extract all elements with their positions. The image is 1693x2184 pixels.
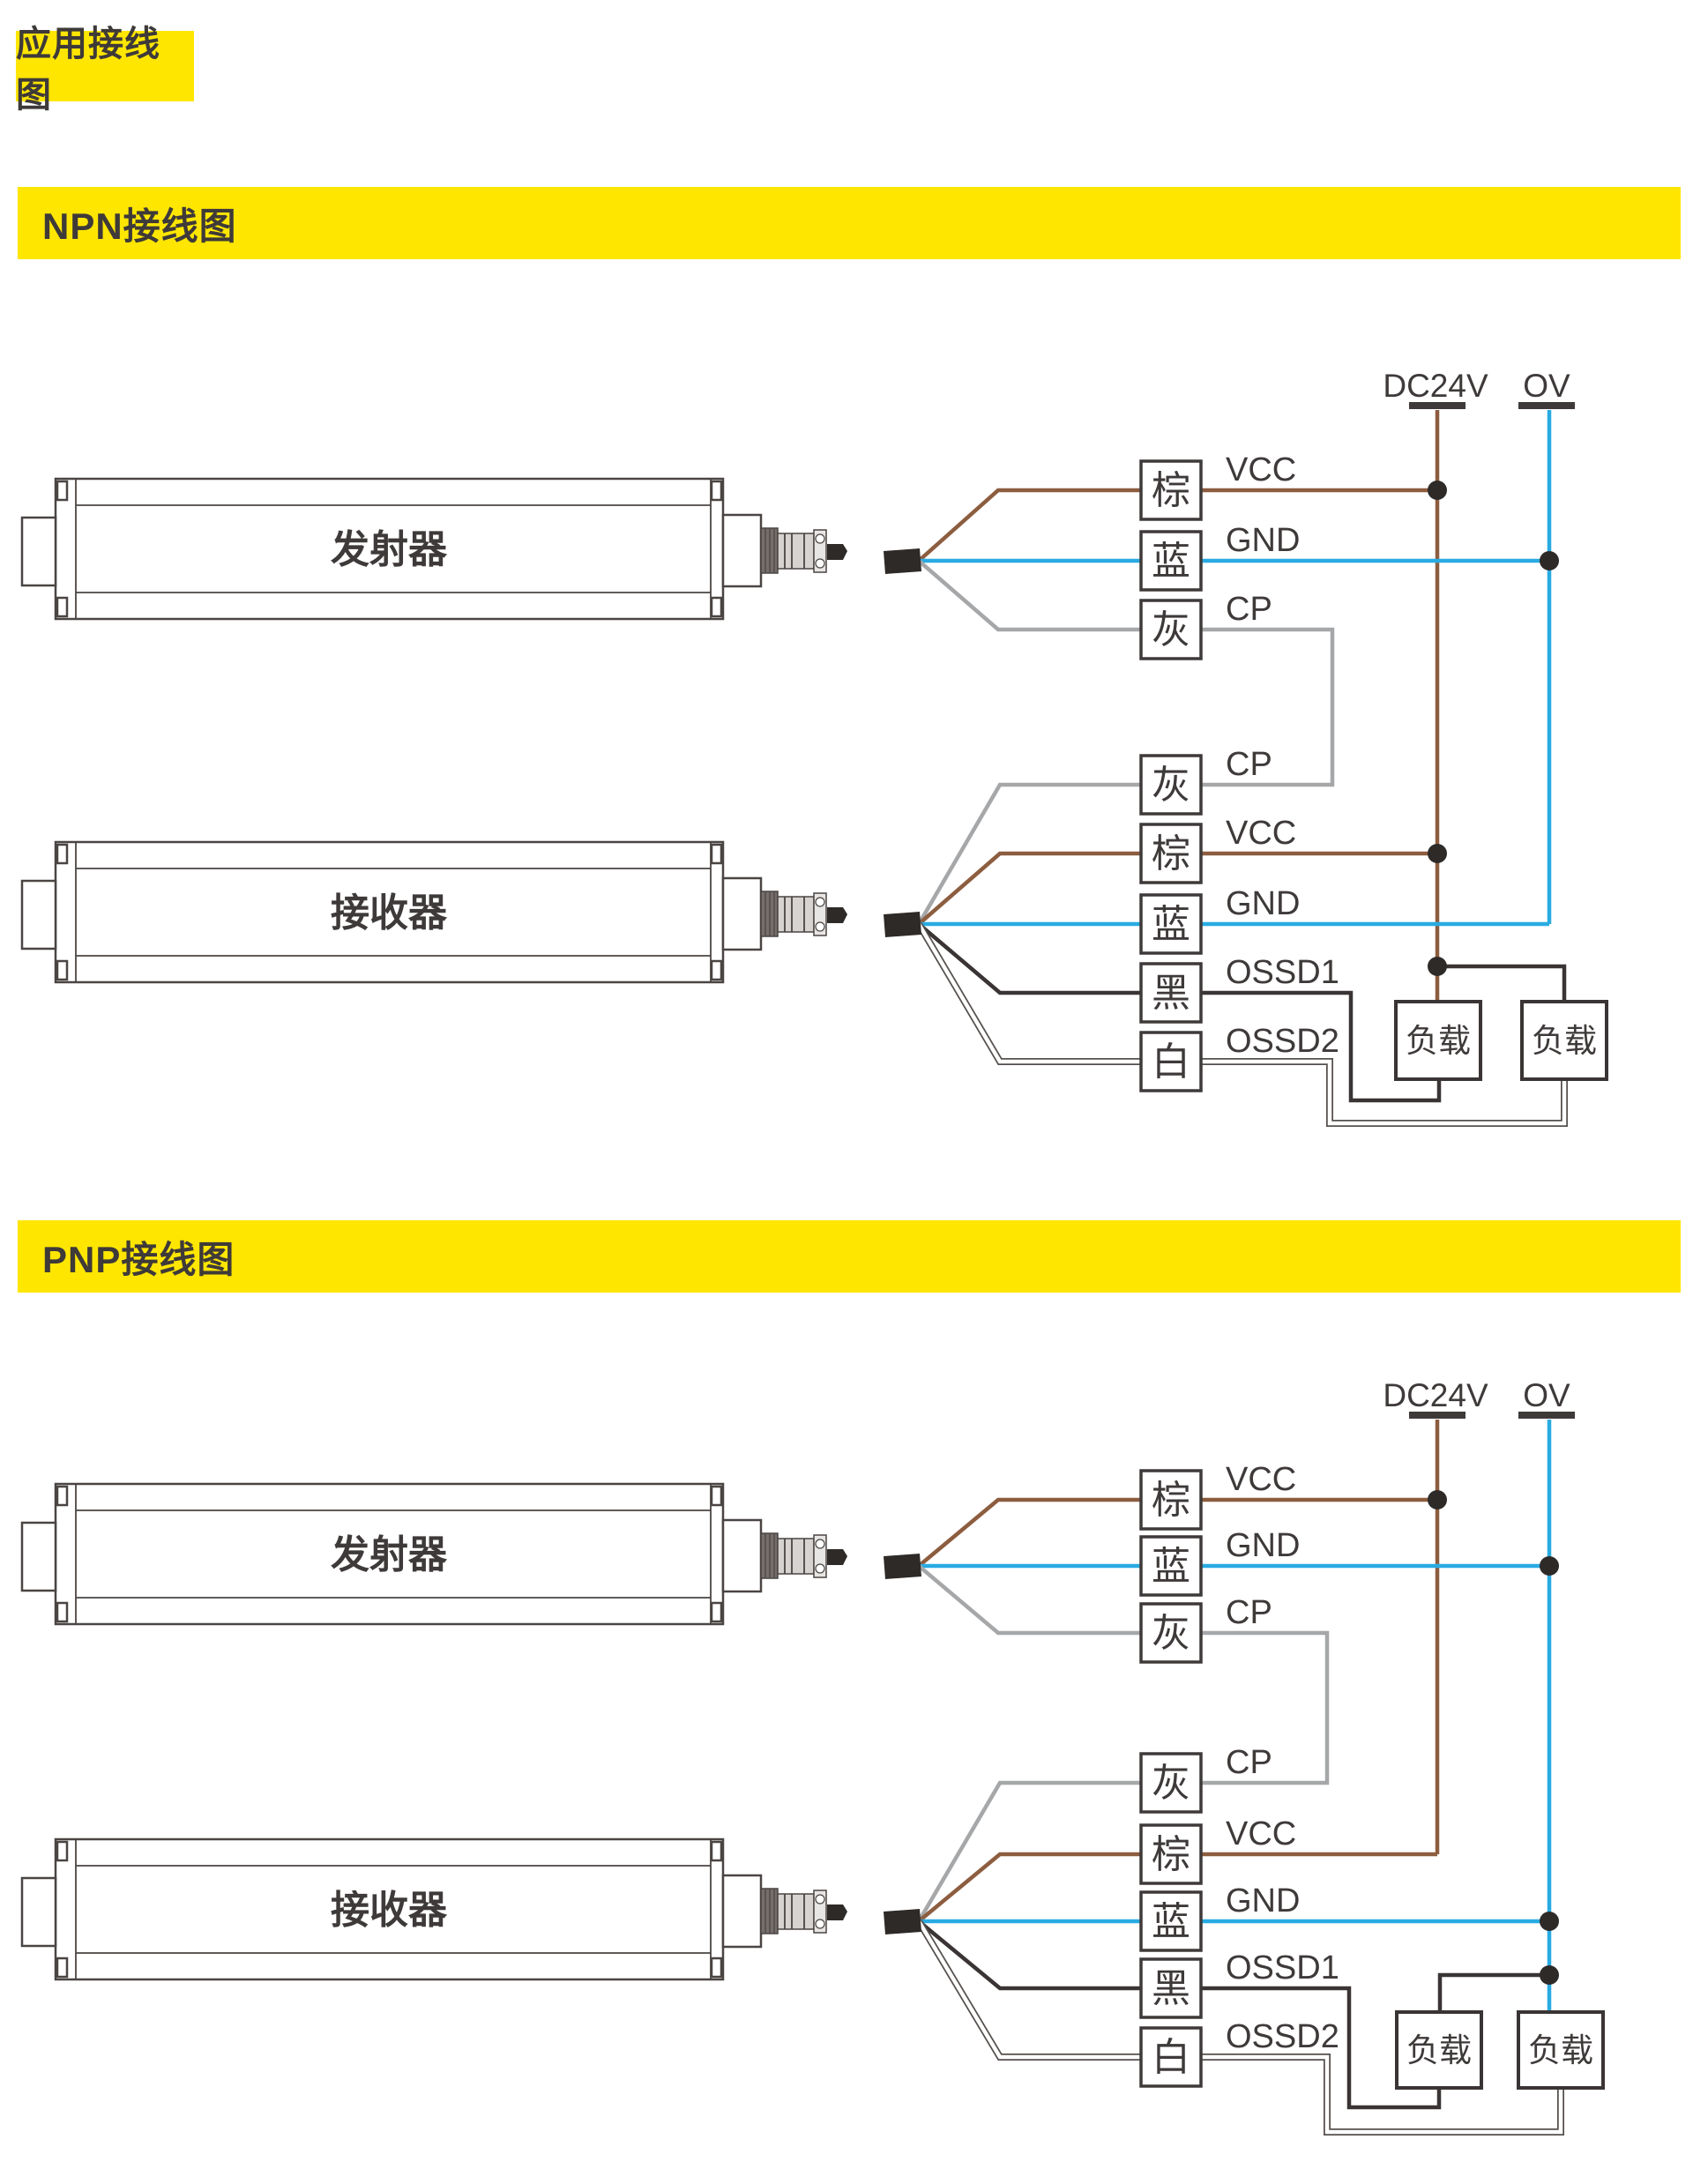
npn-tx-cable-wedge xyxy=(884,548,921,574)
npn-ossd1-black-wire xyxy=(917,922,1442,1103)
pnp-tx-brown-tag-box xyxy=(1139,1469,1203,1531)
npn-tx-gnd-label: GND xyxy=(1226,522,1300,559)
junction-dot xyxy=(1540,551,1559,570)
pnp-load2-label: 负载 xyxy=(1528,2032,1593,2068)
junction-dot xyxy=(1428,844,1447,863)
junction-dot xyxy=(1540,1912,1559,1931)
pnp-load1-branch-wire xyxy=(1437,1972,1549,2012)
npn-rx-ossd2-label: OSSD2 xyxy=(1226,1023,1339,1060)
pnp-tx-cp-label: CP xyxy=(1226,1594,1272,1631)
pnp-receiver-label: 接收器 xyxy=(331,1889,448,1932)
pnp-tx-gray-tag: 灰 xyxy=(1152,1612,1190,1655)
pnp-tx-vcc-label: VCC xyxy=(1226,1461,1296,1498)
npn-tx-brown-tag-box xyxy=(1139,459,1203,521)
npn-section-header: NPN接线图 xyxy=(18,187,1681,259)
npn-tx-vcc-label: VCC xyxy=(1226,451,1296,488)
pnp-rx-blue-tag-box xyxy=(1139,1890,1203,1952)
pnp-rx-cable-wedge xyxy=(884,1909,921,1934)
pnp-load2-box xyxy=(1517,2010,1605,2090)
npn-load2-branch-wire xyxy=(1437,964,1567,1002)
pnp-rx-black-tag-box xyxy=(1139,1957,1203,2019)
npn-load1-label: 负载 xyxy=(1406,1023,1471,1059)
npn-section-title: NPN接线图 xyxy=(42,205,237,247)
pnp-rx-brown-tag-box xyxy=(1139,1823,1203,1885)
junction-dot xyxy=(1428,481,1447,500)
pnp-rx-ossd2-label: OSSD2 xyxy=(1226,2018,1339,2055)
pnp-rx-white-tag: 白 xyxy=(1152,2036,1190,2079)
pnp-receiver-brown-wire xyxy=(917,1852,1437,1923)
pnp-rx-gray-tag-box xyxy=(1139,1752,1203,1814)
npn-tx-gray-tag: 灰 xyxy=(1152,608,1190,652)
pnp-tx-blue-tag-box xyxy=(1139,1535,1203,1597)
npn-rx-white-tag-box xyxy=(1139,1031,1203,1092)
npn-tx-cp-label: CP xyxy=(1226,591,1272,628)
pnp-section-header: PNP接线图 xyxy=(18,1220,1681,1293)
pnp-rx-white-tag-box xyxy=(1139,2026,1203,2088)
pnp-rx-black-tag: 黑 xyxy=(1152,1967,1190,2010)
pnp-rx-brown-tag: 棕 xyxy=(1152,1833,1190,1876)
junction-dot xyxy=(1540,1556,1559,1576)
pnp-rx-cp-label: CP xyxy=(1226,1744,1272,1781)
npn-load2-box xyxy=(1520,1000,1608,1081)
pnp-tx-gray-tag-box xyxy=(1139,1602,1203,1664)
npn-tx-blue-tag-box xyxy=(1139,530,1203,592)
npn-receiver-brown-wire xyxy=(917,851,1437,926)
npn-0v-terminal-bar xyxy=(1518,402,1575,409)
npn-rx-white-tag: 白 xyxy=(1152,1040,1190,1084)
pnp-tx-cable-wedge xyxy=(884,1554,921,1579)
npn-load1-box xyxy=(1394,1000,1482,1081)
pnp-rx-vcc-label: VCC xyxy=(1226,1815,1296,1852)
npn-rx-black-tag-box xyxy=(1139,962,1203,1024)
pnp-dc24v-terminal-bar xyxy=(1409,1412,1466,1419)
npn-diagram: 棕 蓝 灰 灰 棕 蓝 黑 白 VCC GND CP CP VCC GND OS… xyxy=(20,368,1608,1127)
npn-tx-blue-tag: 蓝 xyxy=(1152,540,1190,583)
npn-rx-brown-tag: 棕 xyxy=(1152,832,1190,876)
pnp-dc24v-label: DC24V xyxy=(1383,1377,1488,1413)
npn-rx-cp-label: CP xyxy=(1226,746,1272,783)
npn-transmitter-label: 发射器 xyxy=(331,528,448,571)
npn-rx-gray-tag-box xyxy=(1139,754,1203,816)
pnp-ossd1-black-wire xyxy=(917,1919,1442,2110)
npn-rx-blue-tag: 蓝 xyxy=(1152,903,1190,946)
pnp-cp-link-gray-wire xyxy=(917,1564,1330,1923)
npn-tx-gray-tag-box xyxy=(1139,599,1203,660)
pnp-rx-ossd1-label: OSSD1 xyxy=(1226,1949,1339,1986)
npn-rx-ossd1-label: OSSD1 xyxy=(1226,954,1339,991)
npn-load2-label: 负载 xyxy=(1532,1023,1597,1059)
junction-dot xyxy=(1540,1965,1559,1985)
npn-dc24v-terminal-bar xyxy=(1409,402,1466,409)
pnp-ossd2-white-wire xyxy=(917,1919,1563,2135)
pnp-load1-label: 负载 xyxy=(1406,2032,1472,2068)
pnp-tx-brown-tag: 棕 xyxy=(1152,1479,1190,1522)
npn-transmitter-brown-wire xyxy=(917,488,1437,563)
npn-rx-gray-tag: 灰 xyxy=(1152,764,1190,807)
npn-0v-label: OV xyxy=(1523,368,1570,404)
npn-rx-gnd-label: GND xyxy=(1226,885,1300,922)
pnp-0v-label: OV xyxy=(1523,1377,1570,1413)
npn-cp-link-gray-wire xyxy=(917,559,1335,926)
pnp-0v-terminal-bar xyxy=(1518,1412,1575,1419)
npn-dc24v-label: DC24V xyxy=(1383,368,1488,404)
pnp-load1-box xyxy=(1395,2010,1483,2090)
npn-rx-blue-tag-box xyxy=(1139,893,1203,955)
npn-rx-cable-wedge xyxy=(884,912,921,937)
pnp-rx-gnd-label: GND xyxy=(1226,1882,1300,1919)
pnp-rx-blue-tag: 蓝 xyxy=(1152,1900,1190,1943)
pnp-tx-blue-tag: 蓝 xyxy=(1152,1545,1190,1588)
pnp-diagram: 棕 蓝 灰 灰 棕 蓝 黑 白 VCC GND CP CP VCC GND OS… xyxy=(20,1377,1605,2136)
pnp-section-title: PNP接线图 xyxy=(42,1238,235,1280)
npn-ossd2-white-wire xyxy=(917,922,1567,1126)
junction-dot xyxy=(1428,1490,1447,1509)
pnp-tx-gnd-label: GND xyxy=(1226,1527,1300,1564)
page-title: 应用接线图 xyxy=(16,25,194,115)
npn-rx-vcc-label: VCC xyxy=(1226,815,1296,852)
pnp-transmitter-label: 发射器 xyxy=(331,1533,448,1577)
pnp-rx-gray-tag: 灰 xyxy=(1152,1762,1190,1805)
npn-rx-black-tag: 黑 xyxy=(1152,972,1190,1015)
junction-dot xyxy=(1428,957,1447,976)
npn-tx-brown-tag: 棕 xyxy=(1152,469,1190,512)
npn-rx-brown-tag-box xyxy=(1139,823,1203,884)
pnp-transmitter-brown-wire xyxy=(917,1497,1437,1568)
npn-receiver-label: 接收器 xyxy=(331,891,448,935)
